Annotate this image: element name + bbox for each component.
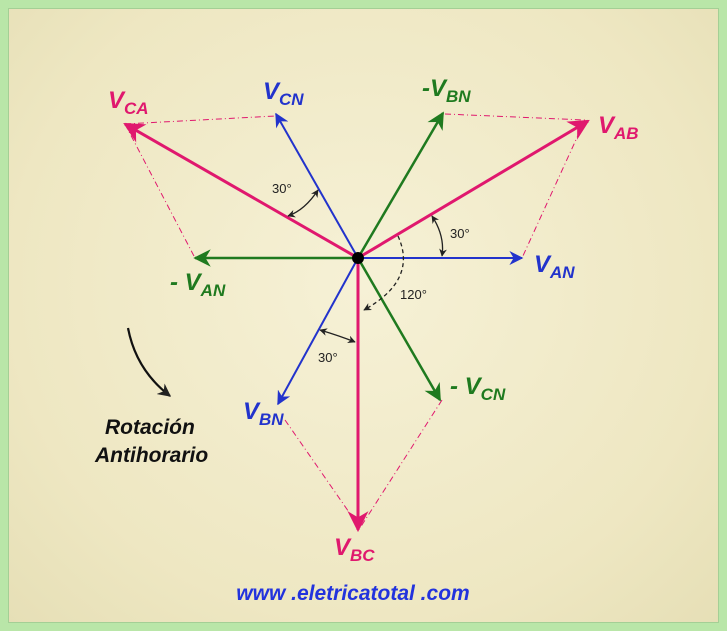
construction-line bbox=[359, 399, 443, 529]
angle-label-bottom: 30° bbox=[318, 350, 338, 365]
rotation-line-2: Antihorario bbox=[94, 444, 208, 467]
label-v-cn: VCN bbox=[263, 78, 304, 109]
v-cn-arrow bbox=[275, 112, 359, 259]
angle-arc-right bbox=[431, 215, 447, 257]
label-neg-v-an: - VAN bbox=[170, 269, 226, 300]
rotation-arrow-icon bbox=[126, 327, 172, 397]
phasor-diagram: 30° 30° 30° 120° VCA VCN -VBN VAB VAN - … bbox=[94, 75, 639, 605]
angle-label-right: 30° bbox=[450, 226, 470, 241]
construction-line bbox=[284, 419, 361, 529]
angle-arc-bottom bbox=[319, 328, 356, 344]
construction-line bbox=[521, 119, 586, 259]
rotation-line-1: Rotación bbox=[105, 416, 195, 439]
angle-label-top: 30° bbox=[272, 181, 292, 196]
angle-label-center: 120° bbox=[400, 287, 427, 302]
label-v-bc: VBC bbox=[334, 534, 375, 565]
label-v-an: VAN bbox=[534, 251, 575, 282]
label-v-ca: VCA bbox=[108, 87, 149, 118]
angle-arc-center bbox=[363, 235, 405, 311]
construction-line bbox=[444, 113, 586, 121]
neutral-node bbox=[352, 252, 364, 264]
angle-arc-top bbox=[287, 189, 319, 218]
neg-v-bn-arrow bbox=[356, 111, 445, 259]
neg-v-cn-arrow bbox=[356, 257, 442, 402]
label-neg-v-bn: -VBN bbox=[422, 75, 471, 106]
v-bn-arrow bbox=[277, 257, 359, 406]
label-neg-v-cn: - VCN bbox=[450, 373, 506, 404]
label-v-bn: VBN bbox=[243, 398, 284, 429]
label-v-ab: VAB bbox=[598, 112, 639, 143]
construction-lines bbox=[124, 113, 586, 529]
v-ca-arrow bbox=[123, 122, 359, 260]
website-url: www .eletricatotal .com bbox=[236, 582, 469, 605]
v-ab-arrow bbox=[357, 119, 590, 260]
